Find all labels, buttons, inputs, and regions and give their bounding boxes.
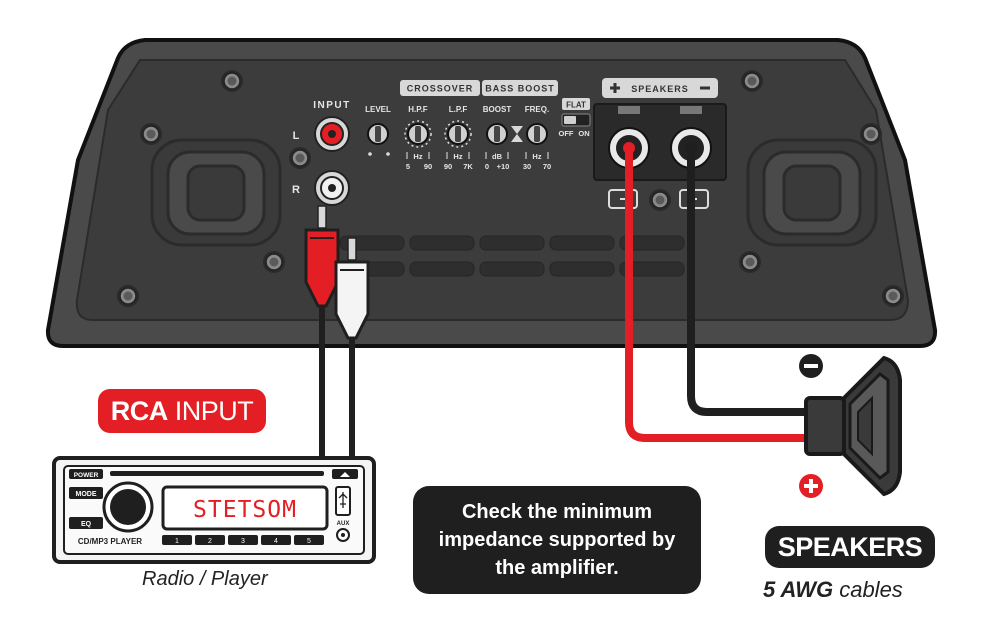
radio-player: POWER MODE EQ CD/MP3 PLAYER STETSOM AUX bbox=[52, 456, 376, 564]
preset-label: 1 bbox=[175, 538, 179, 545]
radio-display-text: STETSOM bbox=[193, 497, 297, 523]
freq-knob[interactable] bbox=[526, 123, 548, 145]
flat-switch[interactable]: FLAT OFF ON bbox=[559, 98, 591, 138]
impedance-note: Check the minimum impedance supported by… bbox=[413, 486, 701, 594]
preset-label: 2 bbox=[208, 538, 212, 545]
plus-icon bbox=[610, 83, 620, 93]
rca-input-rest: INPUT bbox=[167, 396, 254, 426]
rca-jack-right[interactable] bbox=[314, 170, 350, 206]
rca-input-bold: RCA bbox=[110, 396, 169, 426]
flat-on-label: ON bbox=[578, 129, 589, 138]
eq-button[interactable]: EQ bbox=[69, 517, 103, 529]
screw bbox=[648, 188, 672, 212]
cables-caption-rest: cables bbox=[833, 577, 903, 602]
preset-label: 5 bbox=[307, 538, 311, 545]
cables-caption-bold: 5 AWG bbox=[763, 577, 834, 602]
preset-label: 3 bbox=[241, 538, 245, 545]
heatsink-left bbox=[150, 138, 282, 247]
preset-button-1[interactable]: 1 bbox=[162, 535, 192, 545]
channel-left-label: L bbox=[293, 130, 300, 142]
boost-knob[interactable] bbox=[486, 123, 508, 145]
amplifier: INPUT L R LEVEL H.P.F L.P.F BOOST FREQ. … bbox=[45, 38, 938, 348]
screw bbox=[881, 284, 905, 308]
screw bbox=[220, 69, 244, 93]
usb-port[interactable] bbox=[335, 486, 351, 516]
hpf-label: H.P.F bbox=[408, 105, 428, 114]
crossover-header: CROSSOVER bbox=[400, 80, 480, 96]
boost-max: +10 bbox=[497, 162, 510, 171]
screw bbox=[740, 69, 764, 93]
flat-label: FLAT bbox=[566, 101, 586, 110]
lpf-label: L.P.F bbox=[449, 105, 468, 114]
svg-text:BASS BOOST: BASS BOOST bbox=[485, 84, 555, 94]
rca-input-badge: RCA INPUT bbox=[98, 389, 266, 433]
svg-text:SPEAKERS: SPEAKERS bbox=[631, 84, 689, 94]
speaker-icon bbox=[804, 355, 902, 497]
rca-jack-left[interactable] bbox=[314, 116, 350, 152]
screw bbox=[116, 284, 140, 308]
preset-label: 4 bbox=[274, 538, 278, 545]
cables-caption: 5 AWG cables bbox=[763, 577, 903, 603]
hpf-unit: Hz bbox=[413, 152, 422, 161]
input-label: INPUT bbox=[313, 100, 351, 111]
svg-text:EQ: EQ bbox=[81, 521, 92, 528]
volume-knob[interactable] bbox=[102, 481, 154, 533]
radio-display: STETSOM bbox=[161, 485, 329, 531]
freq-max: 70 bbox=[543, 162, 551, 171]
link-icon bbox=[511, 126, 523, 142]
hpf-min: 5 bbox=[406, 162, 410, 171]
freq-min: 30 bbox=[523, 162, 531, 171]
terminal-marker-left bbox=[608, 189, 638, 209]
freq-unit: Hz bbox=[532, 152, 541, 161]
rca-cables bbox=[304, 205, 370, 460]
svg-text:AUX: AUX bbox=[337, 521, 350, 527]
preset-button-2[interactable]: 2 bbox=[195, 535, 225, 545]
speaker-plus-icon bbox=[799, 474, 823, 498]
level-knob[interactable] bbox=[367, 123, 390, 156]
speakers-header: SPEAKERS bbox=[602, 78, 718, 98]
eject-icon bbox=[340, 472, 350, 477]
speaker-wire-negative bbox=[687, 144, 814, 416]
power-button[interactable]: POWER bbox=[69, 469, 103, 479]
preset-buttons: 1 2 3 4 5 bbox=[162, 535, 324, 545]
preset-button-4[interactable]: 4 bbox=[261, 535, 291, 545]
heatsink-right bbox=[746, 138, 878, 247]
usb-icon bbox=[338, 492, 348, 508]
screw bbox=[262, 250, 286, 274]
bass-boost-header: BASS BOOST bbox=[482, 80, 558, 96]
channel-right-label: R bbox=[292, 184, 300, 196]
hpf-knob[interactable] bbox=[404, 120, 432, 148]
speaker-wire-positive bbox=[625, 144, 814, 442]
screw bbox=[288, 146, 312, 170]
lpf-unit: Hz bbox=[453, 152, 462, 161]
screw bbox=[859, 122, 883, 146]
svg-text:CROSSOVER: CROSSOVER bbox=[407, 84, 474, 94]
flat-off-label: OFF bbox=[559, 129, 574, 138]
preset-button-5[interactable]: 5 bbox=[294, 535, 324, 545]
freq-label: FREQ. bbox=[525, 105, 549, 114]
preset-button-3[interactable]: 3 bbox=[228, 535, 258, 545]
lpf-min: 90 bbox=[444, 162, 452, 171]
svg-text:MODE: MODE bbox=[76, 491, 97, 498]
speakers-badge: SPEAKERS bbox=[765, 526, 935, 568]
hpf-max: 90 bbox=[424, 162, 432, 171]
svg-text:POWER: POWER bbox=[74, 472, 99, 479]
aux-jack[interactable]: AUX bbox=[336, 521, 350, 542]
screw bbox=[139, 122, 163, 146]
lpf-max: 7K bbox=[463, 162, 473, 171]
level-label: LEVEL bbox=[365, 105, 391, 114]
boost-label: BOOST bbox=[483, 105, 512, 114]
screw bbox=[738, 250, 762, 274]
boost-unit: dB bbox=[492, 152, 503, 161]
radio-caption: Radio / Player bbox=[142, 568, 268, 590]
radio-model-label: CD/MP3 PLAYER bbox=[78, 537, 142, 546]
speaker-minus-icon bbox=[799, 354, 823, 378]
boost-min: 0 bbox=[485, 162, 489, 171]
lpf-knob[interactable] bbox=[444, 120, 472, 148]
mode-button[interactable]: MODE bbox=[69, 487, 103, 499]
